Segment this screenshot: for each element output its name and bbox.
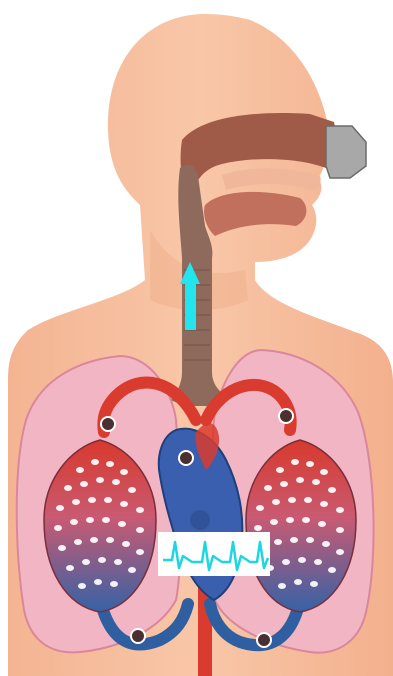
heartbeat-trace-icon <box>158 532 270 576</box>
nasal-mask-icon <box>326 126 366 178</box>
